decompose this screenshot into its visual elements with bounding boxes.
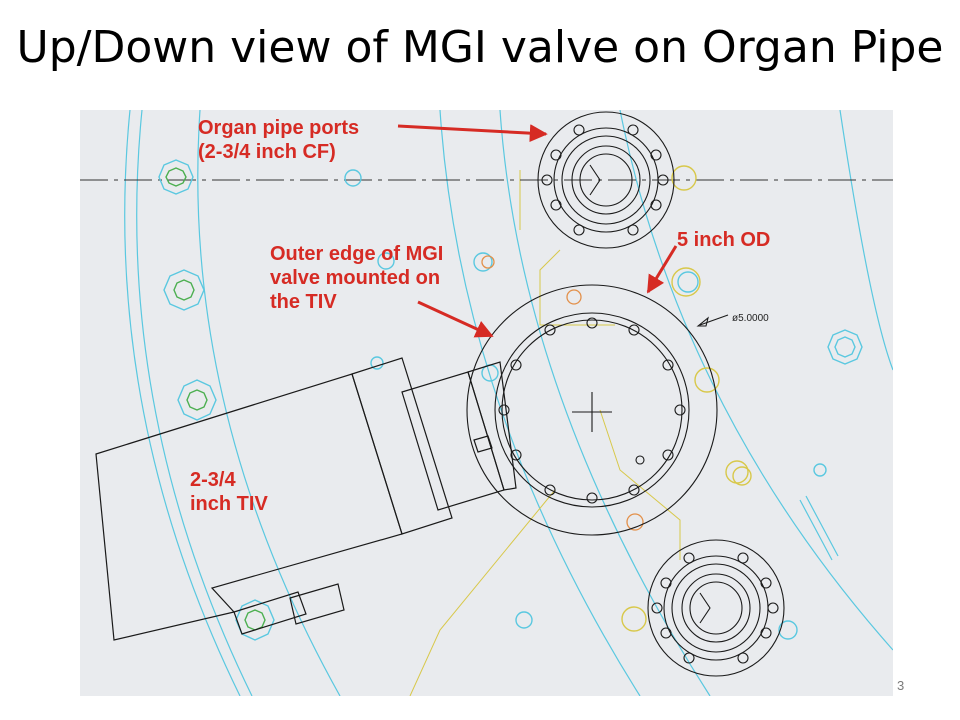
slide-title: Up/Down view of MGI valve on Organ Pipe: [16, 22, 944, 73]
cad-drawing: Organ pipe ports (2-3/4 inch CF) Outer e…: [80, 110, 893, 696]
cad-drawing-svg: [80, 110, 893, 696]
vessel-arcs: [124, 110, 893, 696]
annotation-arrows: [397, 124, 678, 338]
slide-number: 3: [897, 678, 905, 693]
mgi-valve: [466, 284, 729, 536]
yellow-lines: [409, 170, 681, 696]
arrow-outer-edge: [417, 300, 494, 338]
dimension-label: ø5.0000: [732, 313, 769, 324]
slot: [799, 495, 839, 561]
label-outer-edge: Outer edge of MGI valve mounted on the T…: [270, 243, 444, 313]
yellow-bolts: [621, 165, 749, 632]
tiv-body: [95, 357, 517, 641]
arrow-5-inch-od: [646, 245, 678, 294]
upper-port-flange: [537, 111, 675, 249]
arrow-organ-pipe: [397, 124, 548, 143]
label-tiv: 2-3/4 inch TIV: [190, 469, 268, 515]
orange-bolts: [481, 255, 644, 531]
label-5-inch-od: 5 inch OD: [677, 229, 771, 251]
label-organ-pipe-ports: Organ pipe ports (2-3/4 inch CF): [198, 117, 360, 163]
bolt-heads: [158, 159, 863, 641]
lower-port-flange: [647, 539, 785, 677]
